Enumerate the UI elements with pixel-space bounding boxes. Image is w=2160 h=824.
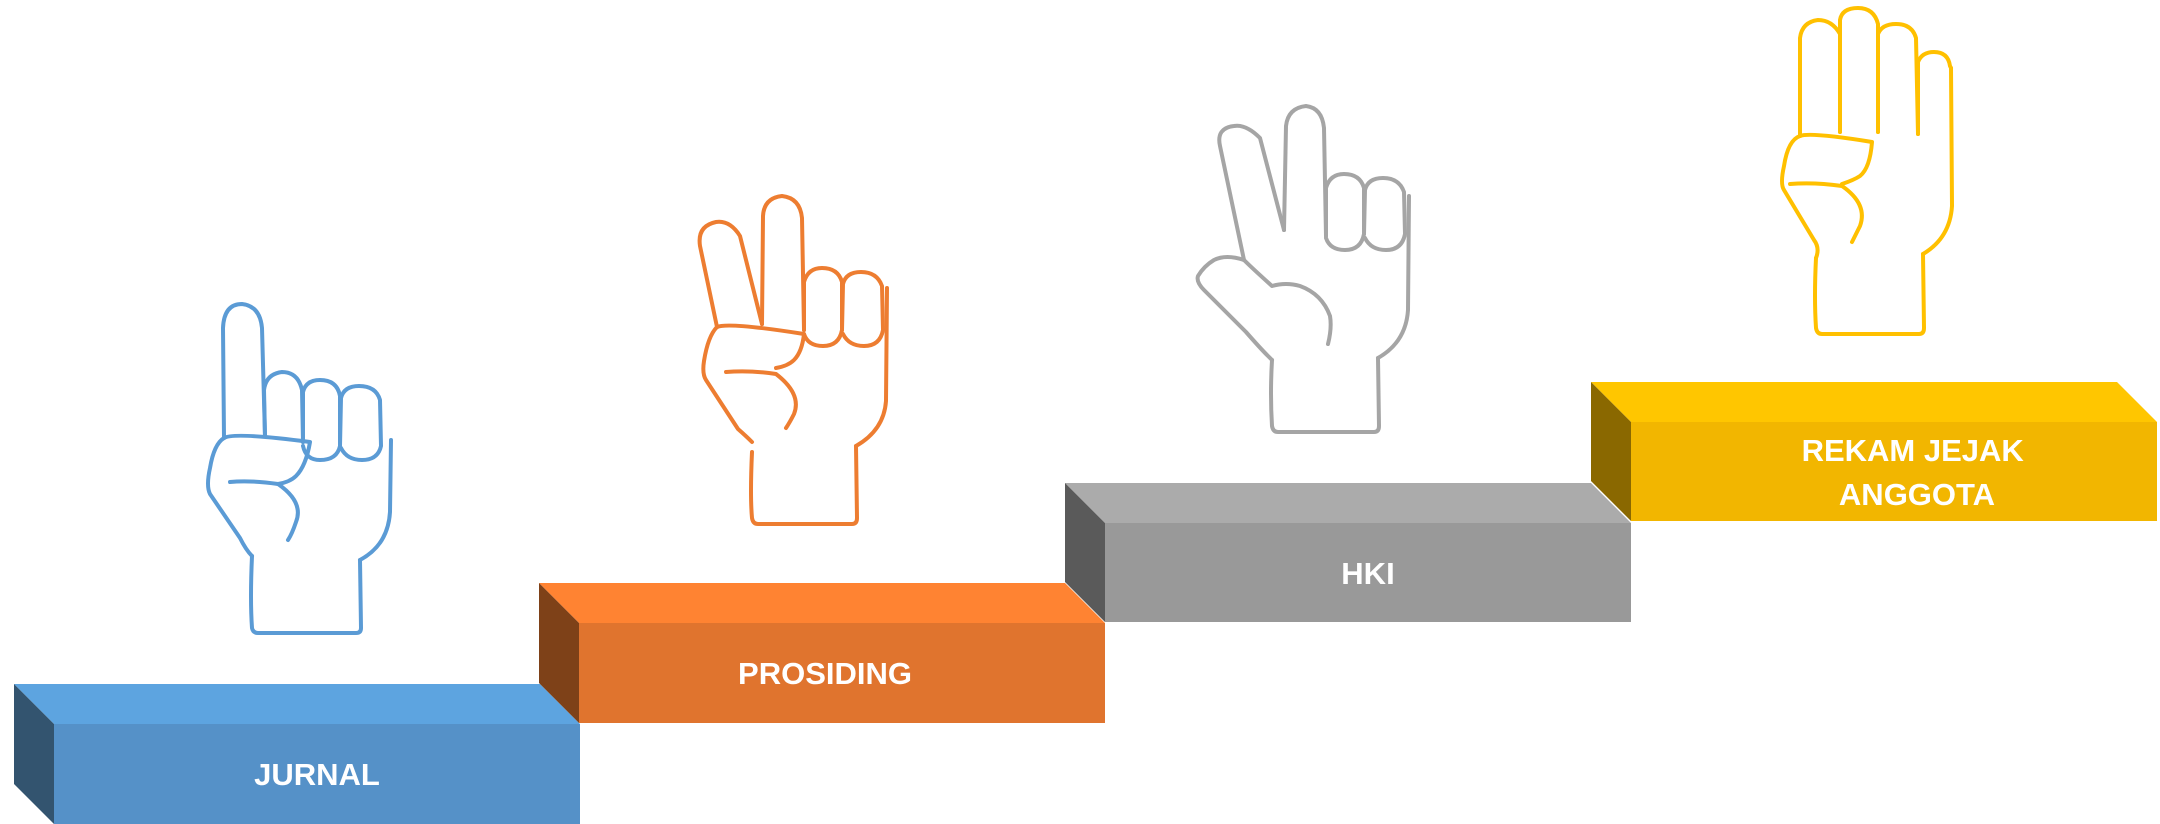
step-jurnal-top: [14, 684, 580, 724]
step-prosiding-top: [539, 583, 1105, 623]
step-jurnal-label: JURNAL: [254, 757, 380, 792]
one-finger-hand-icon: [208, 304, 391, 633]
step-hki-label: HKI: [1341, 556, 1394, 591]
step-rekam-jejak-anggota-label-line-2: ANGGOTA: [1839, 477, 1995, 512]
step-prosiding-label: PROSIDING: [738, 656, 912, 691]
two-finger-hand-icon: [700, 196, 887, 524]
step-jurnal: JURNAL: [14, 684, 580, 824]
step-prosiding: PROSIDING: [539, 583, 1105, 723]
step-hki-label-line-1: HKI: [1341, 556, 1394, 591]
step-rekam-jejak-anggota-top: [1591, 382, 2157, 422]
step-jurnal-label-line-1: JURNAL: [254, 757, 380, 792]
step-prosiding-label-line-1: PROSIDING: [738, 656, 912, 691]
three-finger-hand-icon: [1198, 106, 1409, 432]
step-hki-top: [1065, 483, 1631, 523]
four-finger-hand-icon: [1782, 8, 1952, 334]
step-rekam-jejak-anggota-label-line-1: REKAM JEJAK: [1802, 433, 2025, 468]
step-rekam-jejak-anggota: REKAM JEJAK ANGGOTA: [1591, 382, 2157, 521]
step-hki: HKI: [1065, 483, 1631, 622]
